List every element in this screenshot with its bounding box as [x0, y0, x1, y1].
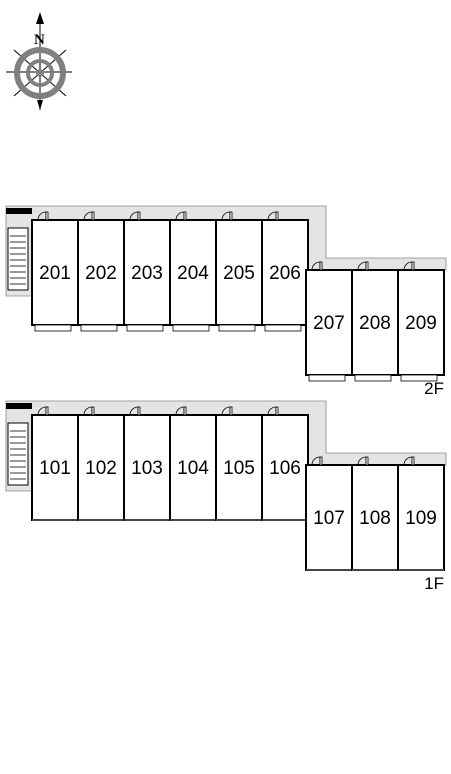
unit-number: 205 [223, 263, 255, 284]
unit-outline [397, 269, 445, 376]
door-icon-panel [229, 406, 233, 416]
unit-number: 206 [269, 263, 301, 284]
unit-number: 209 [405, 313, 437, 334]
door-icon-panel [137, 406, 141, 416]
floor-2f: 201 202 203 204 205 206 207 208 209 2F [5, 205, 447, 398]
stair-frame [7, 422, 29, 486]
unit-206: 206 [261, 211, 309, 332]
unit-outline [261, 414, 309, 521]
door-icon-panel [183, 406, 187, 416]
balcony [80, 324, 118, 332]
unit-number: 201 [39, 263, 71, 284]
unit-number: 208 [359, 313, 391, 334]
unit-outline [215, 219, 263, 326]
door-icon-panel [411, 456, 415, 466]
door-icon-panel [411, 261, 415, 271]
compass-icon: N [6, 12, 72, 110]
balcony [400, 374, 438, 382]
unit-106: 106 [261, 406, 309, 521]
unit-number: 204 [177, 263, 209, 284]
floor-label: 1F [424, 574, 444, 593]
door-icon-panel [229, 211, 233, 221]
unit-outline [261, 219, 309, 326]
unit-number: 109 [405, 508, 437, 529]
unit-202: 202 [77, 211, 125, 332]
door-icon-panel [45, 211, 49, 221]
unit-outline [31, 414, 79, 521]
door-icon-panel [275, 406, 279, 416]
unit-204: 204 [169, 211, 217, 332]
unit-outline [31, 219, 79, 326]
unit-number: 202 [85, 263, 117, 284]
unit-outline [305, 269, 353, 376]
unit-number: 105 [223, 458, 255, 479]
door-icon-panel [45, 406, 49, 416]
unit-number: 106 [269, 458, 301, 479]
unit-number: 103 [131, 458, 163, 479]
door-icon-panel [319, 261, 323, 271]
balcony [172, 324, 210, 332]
door-icon-panel [91, 406, 95, 416]
door-icon-panel [319, 456, 323, 466]
unit-number: 104 [177, 458, 209, 479]
balcony [218, 324, 256, 332]
unit-number: 203 [131, 263, 163, 284]
staircase [6, 403, 32, 486]
stair-wall [6, 403, 32, 409]
unit-outline [397, 464, 445, 571]
balcony [354, 374, 392, 382]
door-icon-panel [91, 211, 95, 221]
floor-1f: 101 102 103 104 105 106 107 108 109 1F [5, 400, 447, 593]
unit-number: 108 [359, 508, 391, 529]
unit-number: 107 [313, 508, 345, 529]
unit-102: 102 [77, 406, 125, 521]
unit-108: 108 [351, 456, 399, 571]
unit-outline [351, 464, 399, 571]
door-icon-panel [137, 211, 141, 221]
unit-105: 105 [215, 406, 263, 521]
unit-outline [305, 464, 353, 571]
unit-number: 101 [39, 458, 71, 479]
unit-number: 102 [85, 458, 117, 479]
door-icon-panel [365, 261, 369, 271]
unit-101: 101 [31, 406, 79, 521]
door-icon-panel [275, 211, 279, 221]
unit-107: 107 [305, 456, 353, 571]
unit-205: 205 [215, 211, 263, 332]
unit-203: 203 [123, 211, 171, 332]
stair-frame [7, 227, 29, 291]
unit-outline [169, 219, 217, 326]
unit-208: 208 [351, 261, 399, 382]
balcony [126, 324, 164, 332]
unit-104: 104 [169, 406, 217, 521]
unit-103: 103 [123, 406, 171, 521]
balcony [264, 324, 302, 332]
unit-outline [215, 414, 263, 521]
unit-outline [123, 414, 171, 521]
stair-wall [6, 208, 32, 214]
door-icon-panel [183, 211, 187, 221]
unit-201: 201 [31, 211, 79, 332]
floor-label: 2F [424, 379, 444, 398]
unit-number: 207 [313, 313, 345, 334]
unit-209: 209 [397, 261, 445, 382]
balcony [308, 374, 346, 382]
unit-109: 109 [397, 456, 445, 571]
staircase [6, 208, 32, 291]
balcony [34, 324, 72, 332]
unit-207: 207 [305, 261, 353, 382]
door-icon-panel [365, 456, 369, 466]
